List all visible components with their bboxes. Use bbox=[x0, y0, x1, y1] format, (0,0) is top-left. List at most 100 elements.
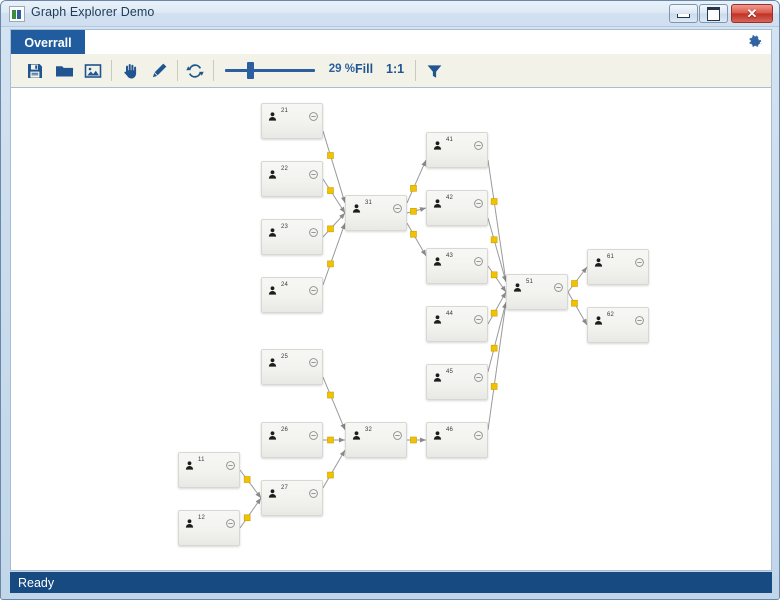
graph-node-61[interactable]: 61 bbox=[587, 249, 649, 285]
tab-overall[interactable]: Overrall bbox=[11, 30, 85, 55]
refresh-button[interactable] bbox=[183, 59, 207, 83]
minimize-button[interactable] bbox=[669, 4, 698, 23]
edge-waypoint[interactable] bbox=[571, 299, 578, 307]
graph-edge-44-51[interactable] bbox=[487, 291, 507, 325]
graph-edge-51-61[interactable] bbox=[567, 266, 588, 293]
graph-edge-22-31[interactable] bbox=[322, 178, 346, 214]
graph-node-23[interactable]: 23 bbox=[261, 219, 323, 255]
edge-waypoint[interactable] bbox=[327, 152, 334, 159]
graph-edge-41-51[interactable] bbox=[487, 160, 508, 282]
node-label: 42 bbox=[446, 195, 454, 201]
edge-waypoint[interactable] bbox=[490, 309, 498, 317]
graph-edge-21-31[interactable] bbox=[322, 130, 346, 204]
settings-button[interactable] bbox=[745, 33, 765, 53]
node-collapse-button[interactable] bbox=[474, 137, 483, 150]
collapse-icon bbox=[554, 283, 563, 292]
maximize-button[interactable] bbox=[699, 4, 728, 23]
edge-waypoint[interactable] bbox=[490, 236, 498, 244]
node-collapse-button[interactable] bbox=[309, 427, 318, 440]
edge-waypoint[interactable] bbox=[410, 185, 417, 192]
edge-waypoint[interactable] bbox=[327, 391, 334, 399]
edge-waypoint[interactable] bbox=[327, 436, 334, 444]
node-collapse-button[interactable] bbox=[226, 457, 235, 470]
node-collapse-button[interactable] bbox=[226, 515, 235, 528]
graph-edge-42-51[interactable] bbox=[487, 217, 507, 283]
node-collapse-button[interactable] bbox=[474, 311, 483, 324]
graph-node-45[interactable]: 45 bbox=[426, 364, 488, 400]
graph-node-22[interactable]: 22 bbox=[261, 161, 323, 197]
graph-edges-layer bbox=[239, 130, 588, 529]
graph-node-41[interactable]: 41 bbox=[426, 132, 488, 168]
node-collapse-button[interactable] bbox=[309, 282, 318, 295]
graph-edge-24-31[interactable] bbox=[322, 222, 346, 286]
edge-waypoint[interactable] bbox=[410, 436, 417, 444]
edge-waypoint[interactable] bbox=[327, 471, 334, 479]
graph-edge-43-51[interactable] bbox=[487, 265, 507, 293]
node-collapse-button[interactable] bbox=[309, 166, 318, 179]
graph-edge-12-27[interactable] bbox=[239, 497, 262, 529]
edge-waypoint[interactable] bbox=[327, 187, 334, 194]
node-collapse-button[interactable] bbox=[635, 254, 644, 267]
edge-waypoint[interactable] bbox=[327, 225, 334, 233]
node-label: 31 bbox=[365, 200, 373, 206]
graph-edge-25-32[interactable] bbox=[322, 376, 346, 431]
edge-waypoint[interactable] bbox=[410, 230, 417, 238]
graph-node-27[interactable]: 27 bbox=[261, 480, 323, 516]
node-collapse-button[interactable] bbox=[309, 354, 318, 367]
edge-waypoint[interactable] bbox=[571, 280, 578, 287]
graph-node-51[interactable]: 51 bbox=[506, 274, 568, 310]
graph-edge-45-51[interactable] bbox=[487, 301, 507, 373]
graph-edge-23-31[interactable] bbox=[322, 212, 346, 238]
export-image-button[interactable] bbox=[81, 59, 105, 83]
edge-waypoint[interactable] bbox=[410, 208, 417, 215]
graph-edge-51-62[interactable] bbox=[567, 291, 588, 326]
save-button[interactable] bbox=[23, 59, 47, 83]
graph-node-32[interactable]: 32 bbox=[345, 422, 407, 458]
node-collapse-button[interactable] bbox=[474, 195, 483, 208]
edit-tool-button[interactable] bbox=[147, 59, 171, 83]
graph-node-43[interactable]: 43 bbox=[426, 248, 488, 284]
open-button[interactable] bbox=[52, 59, 76, 83]
node-collapse-button[interactable] bbox=[474, 253, 483, 266]
edge-waypoint[interactable] bbox=[490, 198, 498, 205]
edge-waypoint[interactable] bbox=[327, 260, 334, 268]
edge-waypoint[interactable] bbox=[490, 383, 498, 390]
graph-node-31[interactable]: 31 bbox=[345, 195, 407, 231]
graph-node-11[interactable]: 11 bbox=[178, 452, 240, 488]
graph-node-46[interactable]: 46 bbox=[426, 422, 488, 458]
pan-tool-button[interactable] bbox=[118, 59, 142, 83]
graph-node-62[interactable]: 62 bbox=[587, 307, 649, 343]
graph-edge-11-27[interactable] bbox=[239, 469, 262, 499]
graph-edge-27-32[interactable] bbox=[322, 449, 346, 489]
filter-button[interactable] bbox=[422, 59, 446, 83]
edge-waypoint[interactable] bbox=[243, 514, 251, 522]
close-button[interactable]: ✕ bbox=[731, 4, 773, 23]
node-collapse-button[interactable] bbox=[635, 312, 644, 325]
graph-node-44[interactable]: 44 bbox=[426, 306, 488, 342]
node-collapse-button[interactable] bbox=[554, 279, 563, 292]
node-collapse-button[interactable] bbox=[474, 427, 483, 440]
graph-node-12[interactable]: 12 bbox=[178, 510, 240, 546]
zoom-slider-track[interactable] bbox=[225, 69, 315, 72]
graph-node-24[interactable]: 24 bbox=[261, 277, 323, 313]
graph-edge-46-51[interactable] bbox=[487, 302, 508, 430]
edge-waypoint[interactable] bbox=[243, 476, 251, 483]
node-collapse-button[interactable] bbox=[309, 108, 318, 121]
zoom-actual-size-button[interactable]: 1:1 bbox=[386, 62, 405, 76]
graph-edge-31-43[interactable] bbox=[406, 222, 427, 257]
edge-waypoint[interactable] bbox=[490, 271, 498, 279]
graph-canvas[interactable]: 11 12 21 22 23 24 25 26 27 31 32 41 42 43 44 45 46 51 61 62 bbox=[10, 87, 772, 571]
graph-node-42[interactable]: 42 bbox=[426, 190, 488, 226]
edge-waypoint[interactable] bbox=[490, 344, 498, 352]
node-collapse-button[interactable] bbox=[393, 200, 402, 213]
zoom-fit-button[interactable]: Fill bbox=[355, 62, 374, 76]
node-collapse-button[interactable] bbox=[393, 427, 402, 440]
node-collapse-button[interactable] bbox=[309, 485, 318, 498]
graph-node-25[interactable]: 25 bbox=[261, 349, 323, 385]
graph-node-26[interactable]: 26 bbox=[261, 422, 323, 458]
graph-node-21[interactable]: 21 bbox=[261, 103, 323, 139]
graph-edge-31-41[interactable] bbox=[406, 159, 427, 204]
node-collapse-button[interactable] bbox=[474, 369, 483, 382]
node-collapse-button[interactable] bbox=[309, 224, 318, 237]
zoom-slider-thumb[interactable] bbox=[247, 62, 254, 79]
